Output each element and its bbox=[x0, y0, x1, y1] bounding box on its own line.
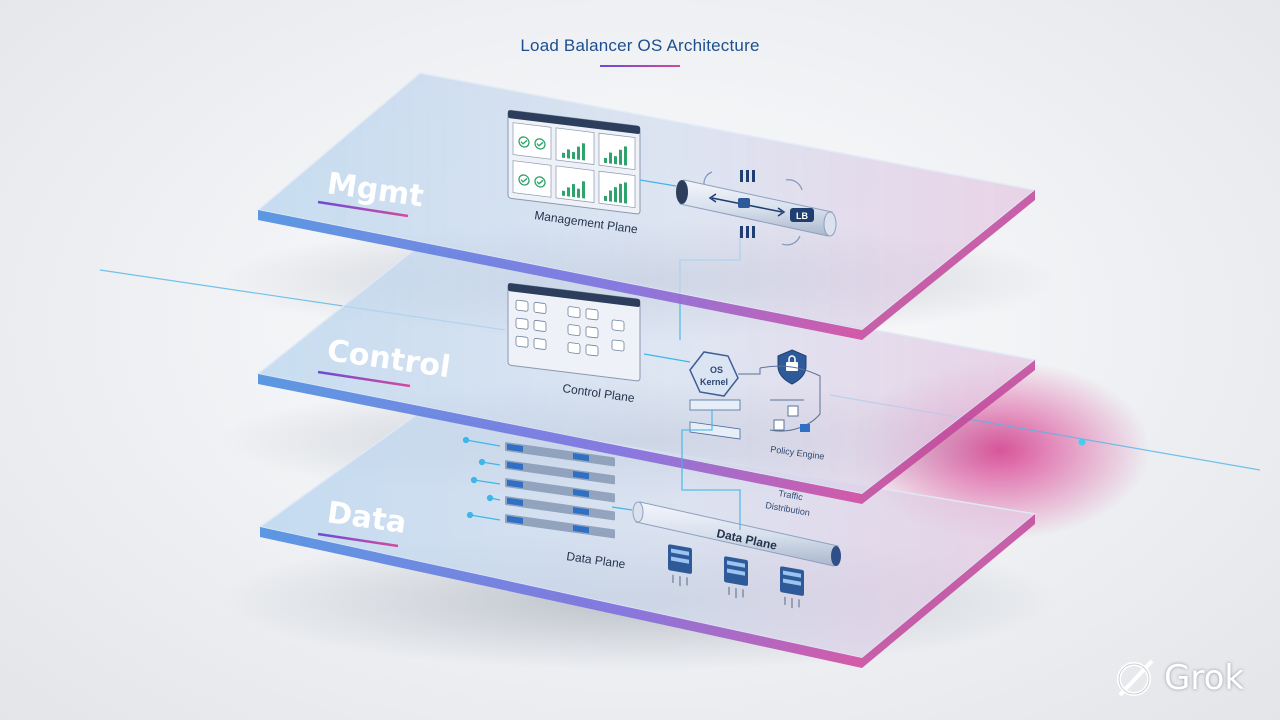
packet-queues bbox=[505, 442, 615, 539]
control-plane: Control Control Plane OS Kernel bbox=[256, 244, 1037, 504]
label-underline bbox=[317, 532, 399, 548]
beam-node bbox=[1078, 438, 1086, 446]
dashboard-lb-link bbox=[639, 179, 677, 187]
label-underline bbox=[317, 200, 409, 218]
bar-chart-icon bbox=[562, 143, 627, 204]
diagram-title: Load Balancer OS Architecture bbox=[520, 36, 760, 55]
grok-watermark: Grok bbox=[1112, 652, 1244, 704]
load-balancer-module: LB bbox=[676, 170, 837, 246]
backend-servers bbox=[668, 544, 804, 609]
check-icon bbox=[518, 136, 546, 188]
traffic-label-line1: Traffic bbox=[778, 488, 804, 502]
bus-arrow bbox=[611, 506, 633, 511]
data-plane-bus: Data Plane bbox=[632, 501, 841, 567]
lb-badge: LB bbox=[796, 211, 808, 221]
grok-logo-icon bbox=[1117, 659, 1154, 697]
control-data-connector bbox=[681, 410, 741, 530]
data-plane: Data Data Plane bbox=[258, 411, 1037, 668]
management-plane: Mgmt Management Plane bbox=[256, 72, 1037, 340]
control-dashboard bbox=[507, 282, 641, 382]
kernel-label-line1: OS bbox=[710, 365, 723, 375]
management-dashboard bbox=[507, 109, 641, 215]
dashboard-kernel-link bbox=[643, 353, 691, 363]
kernel-bus-chips bbox=[689, 399, 741, 440]
title-underline bbox=[600, 65, 680, 67]
lock-icon bbox=[786, 362, 798, 371]
os-kernel: OS Kernel bbox=[689, 351, 739, 397]
ingress-arrows bbox=[462, 436, 501, 521]
label-underline bbox=[317, 370, 411, 388]
watermark-text: Grok bbox=[1164, 658, 1245, 698]
kernel-label-line2: Kernel bbox=[700, 377, 728, 387]
